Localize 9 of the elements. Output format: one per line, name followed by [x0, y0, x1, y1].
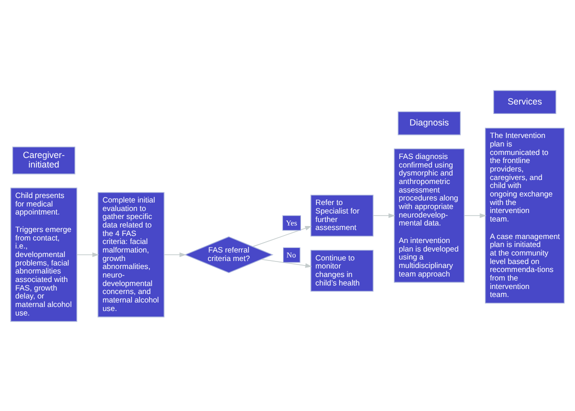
arrow	[261, 258, 312, 268]
node-box: Services	[493, 90, 556, 114]
arrow	[252, 225, 312, 246]
arrow	[372, 212, 396, 218]
arrow	[464, 212, 486, 218]
node-box: Caregiver-initiated	[12, 146, 76, 174]
node-box: Diagnosis	[398, 110, 461, 135]
arrow	[76, 252, 100, 257]
arrow	[164, 252, 186, 257]
